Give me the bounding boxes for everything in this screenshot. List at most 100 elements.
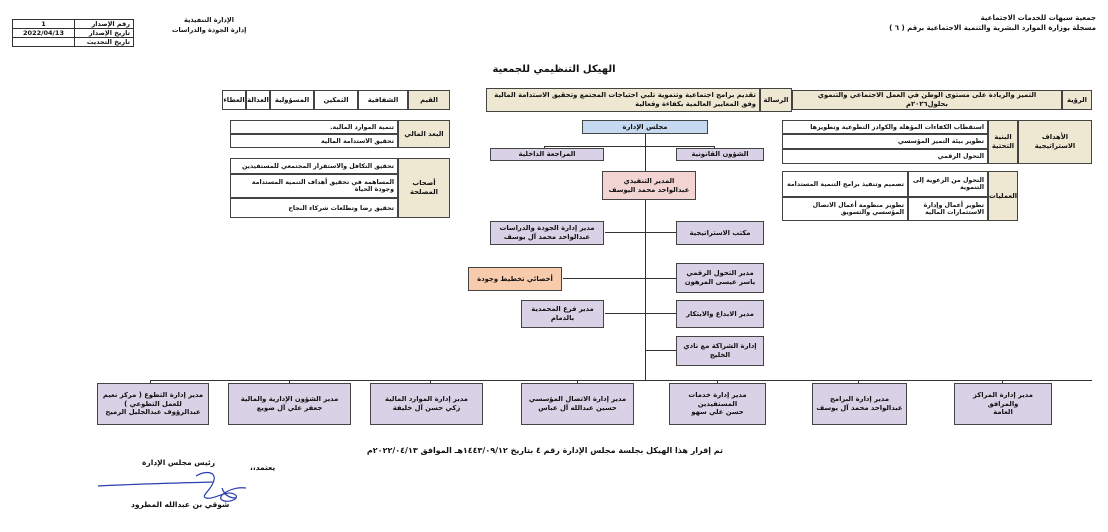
stakeholder-goal: تحقيق رضا وتطلعات شركاء النجاح	[230, 198, 398, 218]
value-item: العطاء	[222, 90, 246, 110]
connector	[717, 380, 718, 384]
department-communication: مدير إدارة الاتصال المؤسسي حسين عبدالله …	[521, 383, 634, 425]
infra-goal: تطوير بيئة التميز المؤسسي	[782, 134, 988, 149]
department-manager: عبدالواحد محمد آل يوسف	[816, 404, 903, 412]
department-title: مدير إدارة الموارد المالية	[385, 395, 468, 404]
digital-name: ياسر عيسى المرهون	[684, 278, 756, 286]
department-title: مدير إدارة المراكز والمرافق	[973, 390, 1033, 408]
connector	[563, 278, 646, 279]
infra-goal: التحول الرقمي	[782, 149, 988, 164]
ops-goal: تصميم وتنفيذ برامج التنمية المستدامة	[782, 171, 908, 197]
strategy-office-box: مكتب الاستراتيجية	[676, 221, 764, 245]
finance-goal: تحقيق الاستدامة المالية	[230, 134, 398, 148]
connector	[430, 380, 431, 384]
executive-director-box: المدير التنفيذي عبدالواحد محمد اليوسف	[602, 171, 696, 200]
value-item: العدالة	[246, 90, 270, 110]
signature-scribble	[97, 471, 247, 502]
department-title: مدير إدارة خدمات المستفيدين	[688, 390, 747, 408]
department-manager: حسن علي سهو	[691, 408, 744, 417]
mission-label: الرسالة	[760, 88, 792, 112]
meta-value	[12, 37, 75, 47]
innovation-manager-box: مدير الابداع والابتكار	[676, 300, 764, 328]
meta-row-issue-date: 2022/04/13 تاريخ الإصدار	[12, 28, 134, 38]
quality-manager-box: مدير إدارة الجودة والدراسات عبدالواحد مح…	[490, 221, 604, 245]
page-title: الهيكل التنظيمي للجمعية	[492, 64, 616, 75]
department-title: مدير إدارة التطوع ( مركز نعيم للعمل التط…	[102, 390, 204, 408]
department-beneficiaries: مدير إدارة خدمات المستفيدين حسن علي سهو	[669, 383, 766, 425]
ops-goal: تطوير أعمال وإدارة الاستثمارات المالية	[908, 197, 988, 221]
strategic-goals-label: الأهداف الاستراتيجية	[1018, 120, 1092, 164]
legal-box: الشؤون القانونية	[676, 148, 764, 161]
department-title: مدير إدارة البرامج	[829, 395, 890, 404]
meta-value: 2022/04/13	[12, 28, 75, 38]
department-manager: حسين عبدالله آل عباس	[538, 404, 617, 412]
executive-title: المدير التنفيذي	[623, 176, 675, 185]
quality-title: مدير إدارة الجودة والدراسات	[499, 224, 595, 233]
meta-label: تاريخ التحديث	[74, 37, 134, 47]
connector	[605, 313, 646, 314]
quality-name: عبدالواحد محمد آل يوسف	[503, 233, 591, 241]
connector	[645, 232, 677, 233]
department-admin-finance: مدير الشؤون الإدارية والمالية جعفر علي آ…	[228, 383, 351, 425]
dept-line-2: إدارة الجودة والدراسات	[172, 26, 247, 34]
ops-label: العمليات	[988, 171, 1018, 221]
branch-title: مدير فرع المحمدية	[531, 305, 594, 314]
approved-note: يعتمد،،	[250, 463, 276, 472]
ops-goal: تطوير منظومة أعمال الاتصال المؤسسي والتس…	[782, 197, 908, 221]
stakeholders-label: أصحاب المصلحة	[398, 158, 450, 218]
digital-title: مدير التحول الرقمي	[686, 269, 754, 278]
connector	[645, 278, 677, 279]
stakeholder-goal: تحقيق التكافل والاستقرار المجتمعي للمستف…	[230, 158, 398, 174]
internal-audit-box: المراجعة الداخلية	[490, 148, 604, 161]
partnership-line-2: الخليج	[709, 351, 731, 359]
document-meta-table: 1 رقم الإصدار 2022/04/13 تاريخ الإصدار ت…	[12, 19, 134, 47]
department-title: مدير إدارة الاتصال المؤسسي	[528, 395, 627, 404]
connector	[544, 146, 714, 147]
ops-goal: التحول من الرعوية إلى التنموية	[908, 171, 988, 197]
connector	[150, 380, 151, 384]
infra-label: البنية التحتية	[988, 120, 1018, 164]
meta-row-update-date: تاريخ التحديث	[12, 37, 134, 47]
branch-manager-box: مدير فرع المحمدية بالدمام	[521, 300, 604, 328]
connector	[858, 380, 859, 384]
vision-label: الرؤية	[1062, 90, 1092, 110]
connector	[150, 380, 1092, 381]
connector	[605, 232, 646, 233]
planning-specialist-box: أخصائي تخطيط وجودة	[468, 267, 562, 291]
branch-city: بالدمام	[550, 314, 575, 322]
department-manager: زكي حسن آل خليفة	[392, 404, 461, 412]
org-name: جمعية سيهات للخدمات الاجتماعية	[980, 14, 1096, 22]
department-volunteering: مدير إدارة التطوع ( مركز نعيم للعمل التط…	[97, 383, 209, 425]
department-manager: عبدالرؤوف عبدالجليل الرميح	[105, 408, 201, 417]
signature-role: رئيس مجلس الإدارة	[142, 458, 216, 467]
partnership-line-1: إدارة الشراكة مع نادي	[683, 342, 757, 351]
meta-row-version: 1 رقم الإصدار	[12, 19, 134, 29]
stakeholder-goal: المساهمة في تحقيق أهداف التنمية المستدام…	[230, 174, 398, 198]
connector	[645, 131, 646, 380]
value-item: الشفافية	[358, 90, 408, 110]
partnership-box: إدارة الشراكة مع نادي الخليج	[676, 336, 764, 366]
dept-line-1: الإدارة التنفيذية	[184, 16, 234, 24]
meta-label: تاريخ الإصدار	[74, 28, 134, 38]
board-box: مجلس الإدارة	[582, 120, 708, 134]
finance-label: البعد المالي	[398, 120, 450, 148]
infra-goal: استقطاب الكفاءات المؤهلة والكوادر التطوع…	[782, 120, 988, 134]
meta-label: رقم الإصدار	[74, 19, 134, 29]
connector	[645, 313, 677, 314]
connector	[1002, 380, 1003, 384]
mission-text: تقديم برامج اجتماعية وتنموية تلبي احتياج…	[486, 88, 760, 112]
connector	[645, 350, 677, 351]
digital-manager-box: مدير التحول الرقمي ياسر عيسى المرهون	[676, 263, 764, 293]
value-item: المسؤولية	[270, 90, 314, 110]
executive-name: عبدالواحد محمد اليوسف	[608, 185, 690, 194]
meta-value: 1	[12, 19, 75, 29]
vision-text: التميز والريادة على مستوى الوطن في العمل…	[792, 90, 1062, 110]
connector	[289, 380, 290, 384]
department-facilities: مدير إدارة المراكز والمرافق العامة	[954, 383, 1052, 425]
department-programs: مدير إدارة البرامج عبدالواحد محمد آل يوس…	[812, 383, 907, 425]
department-title: مدير الشؤون الإدارية والمالية	[240, 395, 339, 404]
signatory-name: شوقي بن عبدالله المطرود	[131, 500, 230, 509]
department-manager: العامة	[993, 408, 1013, 417]
department-manager: جعفر علي آل ضويع	[256, 404, 323, 412]
approval-statement: تم إقرار هذا الهيكل بجلسة مجلس الإدارة ر…	[366, 446, 724, 455]
